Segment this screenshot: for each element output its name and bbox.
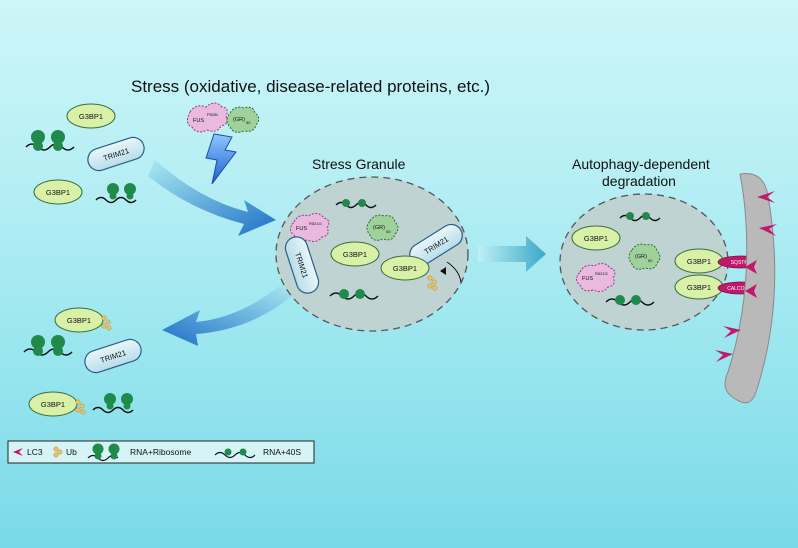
g3bp1-ub-bottom-2: G3BP1 bbox=[28, 391, 86, 417]
legend-rna-40s: RNA+40S bbox=[263, 447, 301, 457]
svg-text:(GR): (GR) bbox=[233, 117, 245, 123]
svg-text:(GR): (GR) bbox=[373, 225, 385, 231]
svg-text:G3BP1: G3BP1 bbox=[584, 234, 608, 243]
svg-text:P525L: P525L bbox=[207, 112, 219, 117]
autophagy-granule: G3BP1 (GR) 50 FUS R521G G3BP1 G3BP1 bbox=[559, 193, 729, 331]
svg-text:50: 50 bbox=[648, 258, 653, 263]
trim21-bottom-left: TRIM21 bbox=[84, 338, 142, 374]
svg-text:SQSTM1: SQSTM1 bbox=[731, 260, 752, 266]
legend-ribosome: RNA+Ribosome bbox=[130, 447, 191, 457]
ribosome-40s-bottom-left bbox=[92, 393, 134, 414]
svg-text:G3BP1: G3BP1 bbox=[687, 257, 711, 266]
legend-ub: Ub bbox=[66, 447, 77, 457]
ribosome-40s-top-left bbox=[95, 183, 137, 204]
svg-text:FUS: FUS bbox=[582, 276, 593, 282]
stress-granule-title: Stress Granule bbox=[312, 156, 406, 172]
svg-text:G3BP1: G3BP1 bbox=[393, 264, 417, 273]
svg-text:FUS: FUS bbox=[296, 226, 307, 232]
g3bp1-ub-bottom-1: G3BP1 bbox=[54, 307, 112, 333]
phagophore-membrane bbox=[724, 172, 776, 404]
rna-40s-icon bbox=[214, 448, 256, 459]
ribosome-rna-bottom-left bbox=[23, 335, 73, 356]
svg-text:G3BP1: G3BP1 bbox=[687, 283, 711, 292]
svg-text:50: 50 bbox=[386, 229, 391, 234]
lightning-icon bbox=[205, 133, 237, 185]
legend-lc3: LC3 bbox=[27, 447, 43, 457]
g3bp1-top-left-2: G3BP1 bbox=[33, 179, 83, 205]
svg-text:R521G: R521G bbox=[595, 271, 608, 276]
autophagy-title-line1: Autophagy-dependent bbox=[572, 156, 710, 172]
ub-icon bbox=[53, 446, 63, 458]
arrow-to-autophagy bbox=[478, 236, 546, 272]
trim21-top-left: TRIM21 bbox=[87, 136, 145, 172]
svg-text:R521G: R521G bbox=[309, 221, 322, 226]
stress-granule: FUS R521G (GR) 50 TRIM21 G3BP1 TRIM21 G3… bbox=[275, 176, 469, 332]
ribosome-rna-top-left bbox=[25, 130, 75, 151]
svg-text:50: 50 bbox=[246, 120, 251, 125]
svg-text:G3BP1: G3BP1 bbox=[46, 188, 70, 197]
arrow-from-granule bbox=[162, 284, 292, 346]
ub-chain-granule bbox=[427, 275, 438, 291]
lc3-icon bbox=[13, 448, 23, 456]
autophagy-title-line2: degradation bbox=[602, 173, 676, 189]
svg-text:CALCOCO2: CALCOCO2 bbox=[727, 286, 755, 292]
svg-text:G3BP1: G3BP1 bbox=[67, 316, 91, 325]
lc3-markers bbox=[715, 191, 777, 362]
fus-mutant-blob-top: FUS P525L bbox=[186, 102, 228, 133]
gr-repeat-blob-top: (GR) 50 bbox=[226, 106, 260, 133]
svg-text:(GR): (GR) bbox=[635, 254, 647, 260]
svg-text:G3BP1: G3BP1 bbox=[79, 112, 103, 121]
arrow-to-granule bbox=[148, 160, 276, 236]
svg-text:FUS: FUS bbox=[193, 118, 204, 124]
stress-title: Stress (oxidative, disease-related prote… bbox=[131, 77, 490, 96]
svg-text:G3BP1: G3BP1 bbox=[41, 400, 65, 409]
legend: LC3 Ub RNA+Ribosome RNA+40S bbox=[7, 440, 315, 464]
svg-text:G3BP1: G3BP1 bbox=[343, 250, 367, 259]
g3bp1-top-left-1: G3BP1 bbox=[66, 103, 116, 129]
ribosome-icon bbox=[87, 443, 120, 462]
